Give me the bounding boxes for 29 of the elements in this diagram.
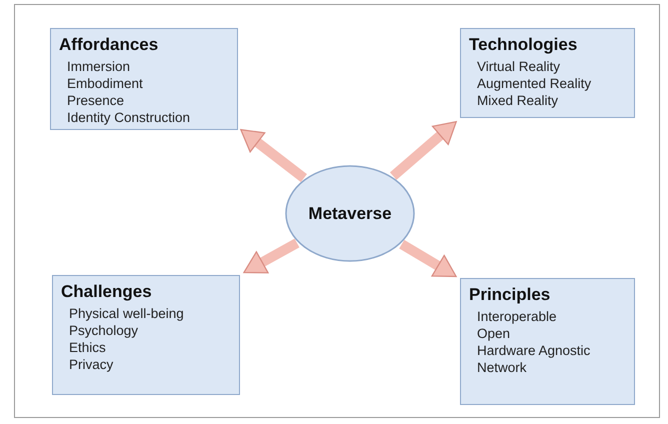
list-item: Hardware Agnostic — [477, 342, 592, 359]
box-heading: Principles — [469, 285, 552, 305]
node-title: Metaverse — [308, 204, 392, 224]
list-item: Embodiment — [67, 75, 144, 92]
list-item: Virtual Reality — [477, 58, 562, 75]
arrow — [240, 129, 307, 182]
list-item: Presence — [67, 92, 126, 109]
list-item: Ethics — [69, 339, 107, 356]
arrow — [399, 240, 457, 278]
box-heading: Technologies — [469, 35, 578, 55]
list-item: Mixed Reality — [477, 92, 560, 109]
list-item: Physical well-being — [69, 305, 185, 322]
list-item: Augmented Reality — [477, 75, 592, 92]
list-item: Network — [477, 359, 528, 376]
arrow — [243, 238, 300, 274]
arrow — [390, 121, 457, 180]
list-item: Immersion — [67, 58, 132, 75]
box-heading: Challenges — [61, 282, 153, 302]
list-item: Privacy — [69, 356, 114, 373]
category-box — [50, 28, 238, 130]
category-box — [460, 278, 635, 405]
list-item: Identity Construction — [67, 109, 192, 126]
list-item: Psychology — [69, 322, 140, 339]
list-item: Open — [477, 325, 512, 342]
category-box — [52, 275, 240, 395]
category-box — [460, 28, 635, 118]
list-item: Interoperable — [477, 308, 558, 325]
box-heading: Affordances — [59, 35, 160, 55]
ellipse-node — [285, 165, 415, 262]
